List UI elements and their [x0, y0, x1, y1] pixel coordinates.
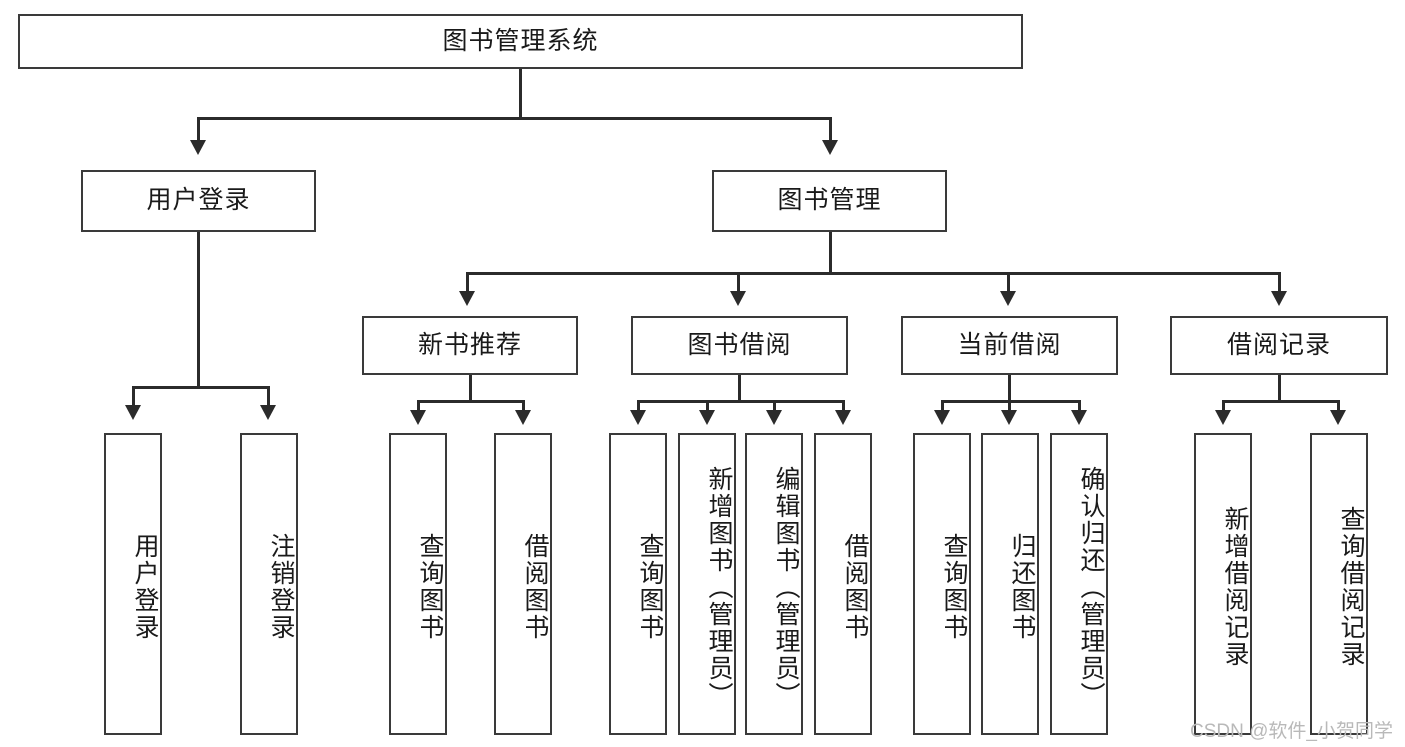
connector-drop-book-management: [829, 117, 832, 147]
connector-drop-book-borrow: [737, 272, 740, 295]
connector-book-management-stem: [829, 232, 832, 274]
connector-user-login-bus: [132, 386, 270, 389]
node-label: 编辑图书（管理员）: [772, 465, 800, 709]
arrowhead-borrow-record: [1271, 291, 1287, 306]
leaf-bb-borrow-book[interactable]: 借阅图书: [814, 433, 872, 735]
connector-drop-bb-leaf-4: [842, 400, 845, 415]
arrowhead-cb-leaf-2: [1001, 410, 1017, 425]
node-label: 归还图书: [1008, 533, 1036, 641]
connector-drop-new-book-recommend: [466, 272, 469, 295]
connector-drop-bb-leaf-1: [637, 400, 640, 415]
node-label: 确认归还（管理员）: [1077, 465, 1105, 709]
node-label: 图书管理系统: [442, 26, 599, 55]
arrowhead-new-book-recommend: [459, 291, 475, 306]
node-label: 借阅图书: [521, 533, 549, 641]
leaf-bb-add-book-admin[interactable]: 新增图书（管理员）: [678, 433, 736, 735]
connector-borrow-record-stem: [1278, 375, 1281, 403]
arrowhead-current-borrow: [1000, 291, 1016, 306]
arrowhead-book-management: [822, 140, 838, 155]
arrowhead-br-leaf-2: [1330, 410, 1346, 425]
arrowhead-cb-leaf-3: [1071, 410, 1087, 425]
leaf-cb-query-book[interactable]: 查询图书: [913, 433, 971, 735]
leaf-br-query-record[interactable]: 查询借阅记录: [1310, 433, 1368, 735]
node-label: 借阅记录: [1226, 330, 1331, 359]
connector-drop-bb-leaf-3: [773, 400, 776, 415]
connector-drop-nbr-leaf-2: [522, 400, 525, 415]
connector-drop-current-borrow: [1007, 272, 1010, 295]
arrowhead-leaf-logout: [260, 405, 276, 420]
node-book-management[interactable]: 图书管理: [712, 170, 947, 232]
leaf-nbr-borrow-book[interactable]: 借阅图书: [494, 433, 552, 735]
node-label: 当前借阅: [957, 330, 1062, 359]
arrowhead-leaf-user-login: [125, 405, 141, 420]
connector-new-book-recommend-stem: [469, 375, 472, 403]
node-label: 新增借阅记录: [1221, 506, 1249, 668]
connector-drop-cb-leaf-1: [941, 400, 944, 415]
node-label: 图书管理: [777, 186, 882, 215]
connector-drop-bb-leaf-2: [706, 400, 709, 415]
node-borrow-record[interactable]: 借阅记录: [1170, 316, 1388, 375]
connector-drop-br-leaf-2: [1337, 400, 1340, 415]
node-label: 新增图书（管理员）: [705, 465, 733, 709]
node-label: 查询图书: [940, 533, 968, 641]
node-label: 用户登录: [146, 186, 251, 215]
node-new-book-recommend[interactable]: 新书推荐: [362, 316, 578, 375]
connector-drop-br-leaf-1: [1222, 400, 1225, 415]
connector-drop-user-login: [197, 117, 200, 147]
connector-drop-leaf-logout: [267, 386, 270, 410]
node-user-login[interactable]: 用户登录: [81, 170, 316, 232]
arrowhead-nbr-leaf-2: [515, 410, 531, 425]
leaf-logout[interactable]: 注销登录: [240, 433, 298, 735]
connector-book-borrow-stem: [738, 375, 741, 403]
connector-drop-cb-leaf-2: [1008, 400, 1011, 415]
node-label: 注销登录: [267, 533, 295, 641]
connector-drop-leaf-user-login: [132, 386, 135, 410]
connector-user-login-stem: [197, 232, 200, 389]
connector-drop-cb-leaf-3: [1078, 400, 1081, 415]
connector-borrow-record-bus: [1222, 400, 1340, 403]
leaf-bb-query-book[interactable]: 查询图书: [609, 433, 667, 735]
arrowhead-bb-leaf-1: [630, 410, 646, 425]
leaf-cb-return-book[interactable]: 归还图书: [981, 433, 1039, 735]
node-label: 查询图书: [636, 533, 664, 641]
connector-level2-bus: [197, 117, 832, 120]
connector-new-book-recommend-bus: [417, 400, 525, 403]
node-label: 新书推荐: [417, 330, 522, 359]
connector-drop-nbr-leaf-1: [417, 400, 420, 415]
arrowhead-bb-leaf-3: [766, 410, 782, 425]
node-label: 图书借阅: [687, 330, 792, 359]
arrowhead-nbr-leaf-1: [410, 410, 426, 425]
connector-root-stem: [519, 69, 522, 119]
connector-current-borrow-bus: [941, 400, 1081, 403]
node-current-borrow[interactable]: 当前借阅: [901, 316, 1118, 375]
arrowhead-book-borrow: [730, 291, 746, 306]
node-label: 用户登录: [131, 533, 159, 641]
connector-book-borrow-bus: [637, 400, 845, 403]
arrowhead-bb-leaf-2: [699, 410, 715, 425]
arrowhead-br-leaf-1: [1215, 410, 1231, 425]
leaf-bb-edit-book-admin[interactable]: 编辑图书（管理员）: [745, 433, 803, 735]
arrowhead-bb-leaf-4: [835, 410, 851, 425]
leaf-user-login[interactable]: 用户登录: [104, 433, 162, 735]
connector-level3-bus: [466, 272, 1281, 275]
node-label: 查询图书: [416, 533, 444, 641]
node-book-borrow[interactable]: 图书借阅: [631, 316, 848, 375]
node-root-book-management-system[interactable]: 图书管理系统: [18, 14, 1023, 69]
node-label: 查询借阅记录: [1337, 506, 1365, 668]
arrowhead-user-login: [190, 140, 206, 155]
leaf-nbr-query-book[interactable]: 查询图书: [389, 433, 447, 735]
node-label: 借阅图书: [841, 533, 869, 641]
connector-drop-borrow-record: [1278, 272, 1281, 295]
connector-current-borrow-stem: [1008, 375, 1011, 403]
leaf-cb-confirm-return-admin[interactable]: 确认归还（管理员）: [1050, 433, 1108, 735]
leaf-br-add-record[interactable]: 新增借阅记录: [1194, 433, 1252, 735]
arrowhead-cb-leaf-1: [934, 410, 950, 425]
